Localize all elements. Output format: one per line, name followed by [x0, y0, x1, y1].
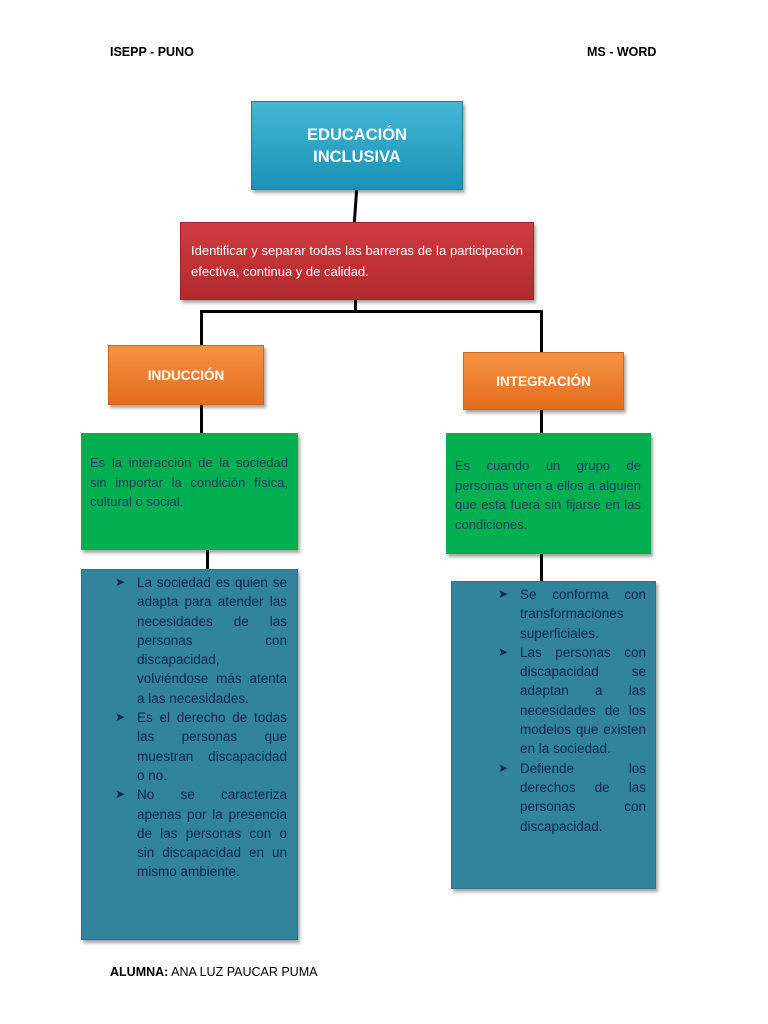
arrowhead-bullet-icon: ➤: [115, 575, 126, 589]
right-description-text: Es cuando un grupo de personas unen a el…: [455, 458, 641, 532]
title-box: EDUCACIÓN INCLUSIVA: [251, 101, 463, 190]
list-item: ➤ Es el derecho de todas las personas que…: [94, 708, 287, 785]
right-branch-label: INTEGRACIÓN: [496, 373, 591, 389]
connector-left-desc-to-bullets: [206, 550, 209, 570]
right-bullet-box: ➤ Se conforma con transformaciones superf…: [451, 581, 656, 889]
arrowhead-bullet-icon: ➤: [498, 587, 509, 601]
connector-right-desc-to-bullets: [540, 554, 543, 582]
left-bullet-list: ➤ La sociedad es quien se adapta para ate…: [94, 573, 287, 882]
left-branch-label-box: INDUCCIÓN: [108, 345, 264, 405]
left-bullet-text: La sociedad es quien se adapta para aten…: [137, 575, 287, 706]
connector-left-down: [200, 310, 203, 345]
right-bullet-text: Defiende los derechos de las personas co…: [520, 760, 646, 834]
left-description-box: Es la interacción de la sociedad sin imp…: [81, 433, 298, 550]
right-branch-label-box: INTEGRACIÓN: [463, 352, 624, 410]
list-item: ➤ La sociedad es quien se adapta para ate…: [94, 573, 287, 708]
footer: ALUMNA: ANA LUZ PAUCAR PUMA: [110, 965, 317, 979]
header-right: MS - WORD: [587, 45, 657, 59]
footer-label: ALUMNA:: [110, 965, 169, 979]
left-description-text: Es la interacción de la sociedad sin imp…: [90, 455, 288, 509]
connector-horizontal: [200, 310, 543, 313]
right-description-box: Es cuando un grupo de personas unen a el…: [446, 433, 651, 554]
right-bullet-text: Se conforma con transformaciones superfi…: [520, 587, 646, 641]
list-item: ➤ Se conforma con transformaciones superf…: [464, 585, 646, 643]
arrowhead-bullet-icon: ➤: [498, 760, 509, 775]
connector-right-down: [540, 310, 543, 353]
list-item: ➤ Defiende los derechos de las personas c…: [464, 759, 646, 836]
list-item: ➤ No se caracteriza apenas por la presenc…: [94, 785, 287, 881]
connector-definition-down: [354, 300, 357, 312]
diagram-title: EDUCACIÓN INCLUSIVA: [307, 125, 407, 166]
footer-name: ANA LUZ PAUCAR PUMA: [171, 965, 318, 979]
right-bullet-text: Las personas con discapacidad se adaptan…: [520, 644, 646, 757]
left-bullet-box: ➤ La sociedad es quien se adapta para ate…: [81, 569, 298, 940]
right-bullet-list: ➤ Se conforma con transformaciones superf…: [464, 585, 646, 836]
header-left: ISEPP - PUNO: [110, 45, 194, 59]
definition-box: Identificar y separar todas las barreras…: [180, 222, 534, 300]
connector-title-to-definition: [352, 188, 359, 224]
list-item: ➤ Las personas con discapacidad se adapta…: [464, 643, 646, 759]
arrowhead-bullet-icon: ➤: [115, 787, 126, 802]
left-bullet-text: Es el derecho de todas las personas que …: [137, 710, 287, 783]
connector-right-label-to-desc: [540, 410, 543, 433]
arrowhead-bullet-icon: ➤: [498, 644, 509, 659]
left-branch-label: INDUCCIÓN: [147, 367, 225, 383]
connector-left-label-to-desc: [200, 405, 203, 433]
left-bullet-text: No se caracteriza apenas por la presenci…: [137, 787, 287, 880]
arrowhead-bullet-icon: ➤: [115, 710, 126, 725]
definition-text: Identificar y separar todas las barreras…: [191, 243, 523, 279]
